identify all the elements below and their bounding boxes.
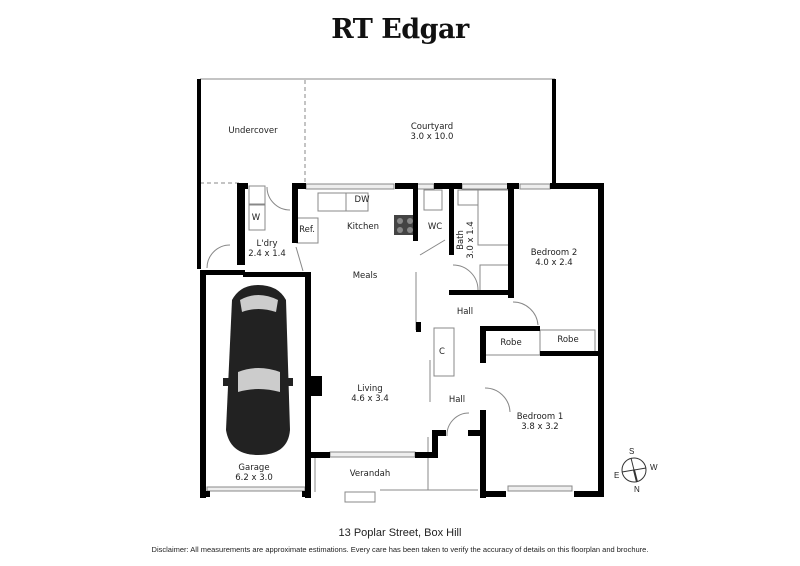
room-hall: Hall — [456, 307, 474, 317]
property-address: 13 Poplar Street, Box Hill — [338, 527, 462, 539]
appliance-fridge: Ref. — [299, 225, 315, 235]
room-robe: Robe — [500, 338, 522, 348]
room-robe: Robe — [557, 335, 579, 345]
compass-icon — [621, 457, 647, 483]
room-wc: WC — [427, 222, 443, 232]
room-hall-entry: Hall — [448, 395, 466, 405]
compass-south: S — [629, 447, 635, 456]
car-icon — [223, 285, 293, 455]
room-verandah: Verandah — [349, 469, 391, 479]
appliance-dishwasher: DW — [354, 195, 370, 205]
appliance-washer: W — [251, 213, 261, 223]
compass-north: N — [634, 485, 640, 494]
room-undercover: Undercover — [228, 126, 278, 136]
disclaimer: Disclaimer: All measurements are approxi… — [151, 545, 649, 554]
room-meals: Meals — [352, 271, 378, 281]
room-kitchen: Kitchen — [347, 222, 379, 232]
compass-west: W — [650, 463, 658, 472]
cooktop-icon — [394, 215, 416, 235]
brand-logo: RT Edgar — [331, 14, 469, 45]
compass-east: E — [614, 471, 620, 480]
room-cupboard: C — [439, 347, 445, 357]
